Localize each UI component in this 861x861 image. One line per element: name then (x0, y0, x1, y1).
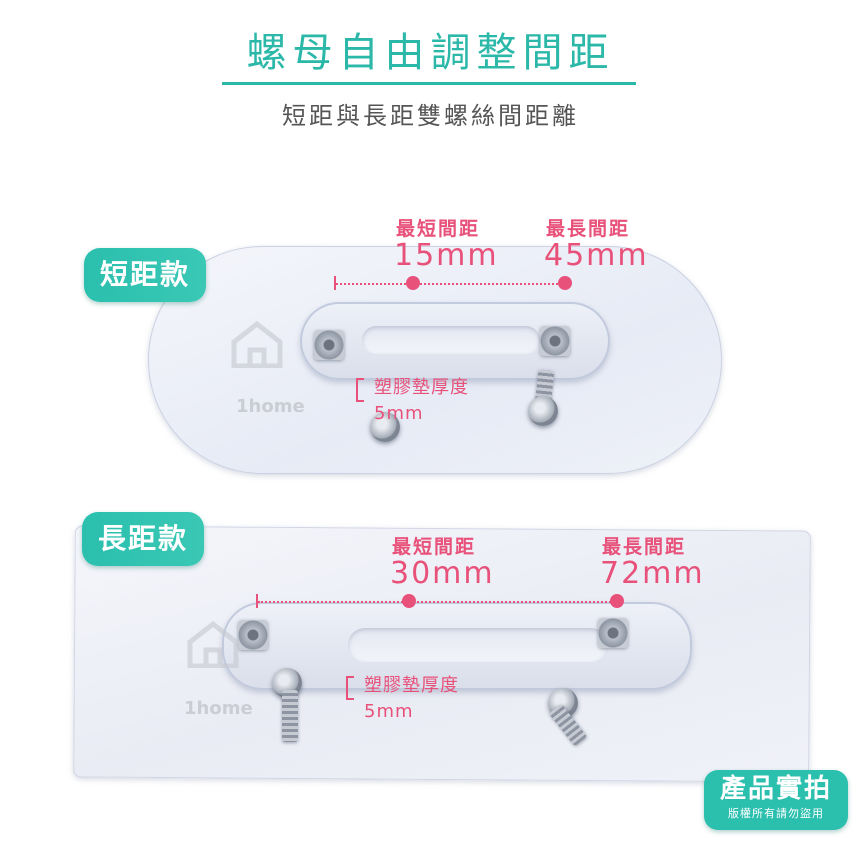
short-type-tag: 短距款 (84, 248, 207, 302)
long-thickness-label: 塑膠墊厚度 (364, 675, 459, 696)
short-max-dot (558, 276, 572, 290)
long-dim-start-tick (256, 594, 258, 608)
watermark-text: 1home (184, 698, 253, 719)
short-thickness-label: 塑膠墊厚度 (374, 377, 469, 398)
short-max-value: 45mm (544, 238, 649, 273)
badge-main-text: 產品實拍 (719, 774, 832, 804)
real-photo-badge: 產品實拍 版權所有請勿盜用 (704, 770, 848, 830)
short-min-value: 15mm (394, 238, 499, 273)
long-thickness-value: 5mm (364, 701, 414, 722)
house-logo-icon (187, 620, 239, 668)
hex-nut-icon (314, 330, 344, 360)
title-underline (222, 82, 636, 85)
hex-nut-icon (540, 326, 570, 356)
long-dimension-line (258, 601, 618, 603)
hex-nut-icon (598, 618, 628, 648)
screw-head-icon (528, 396, 558, 426)
long-type-tag: 長距款 (82, 512, 205, 566)
screw-head-icon (370, 412, 400, 442)
long-max-value: 72mm (600, 556, 705, 591)
screw-icon (282, 690, 298, 742)
long-min-value: 30mm (390, 556, 495, 591)
long-thickness-bracket (346, 676, 354, 700)
long-max-label: 最長間距 (602, 536, 687, 558)
short-min-dot (406, 276, 420, 290)
short-thickness-bracket (356, 378, 364, 402)
long-min-dot (402, 594, 416, 608)
short-min-label: 最短間距 (396, 218, 481, 240)
hex-nut-icon (238, 620, 268, 650)
badge-copyright-text: 版權所有請勿盜用 (728, 807, 824, 820)
short-dimension-line (336, 283, 566, 285)
page-subtitle: 短距與長距雙螺絲間距離 (282, 102, 579, 130)
watermark-text: 1home (236, 396, 305, 417)
short-dim-start-tick (334, 276, 336, 290)
short-thickness-value: 5mm (374, 403, 424, 424)
page-title: 螺母自由調整間距 (246, 30, 615, 76)
long-max-dot (610, 594, 624, 608)
short-max-label: 最長間距 (546, 218, 631, 240)
long-min-label: 最短間距 (392, 536, 477, 558)
house-logo-icon (231, 320, 283, 368)
short-plate-slot (362, 326, 540, 354)
long-plate-slot (348, 628, 608, 662)
